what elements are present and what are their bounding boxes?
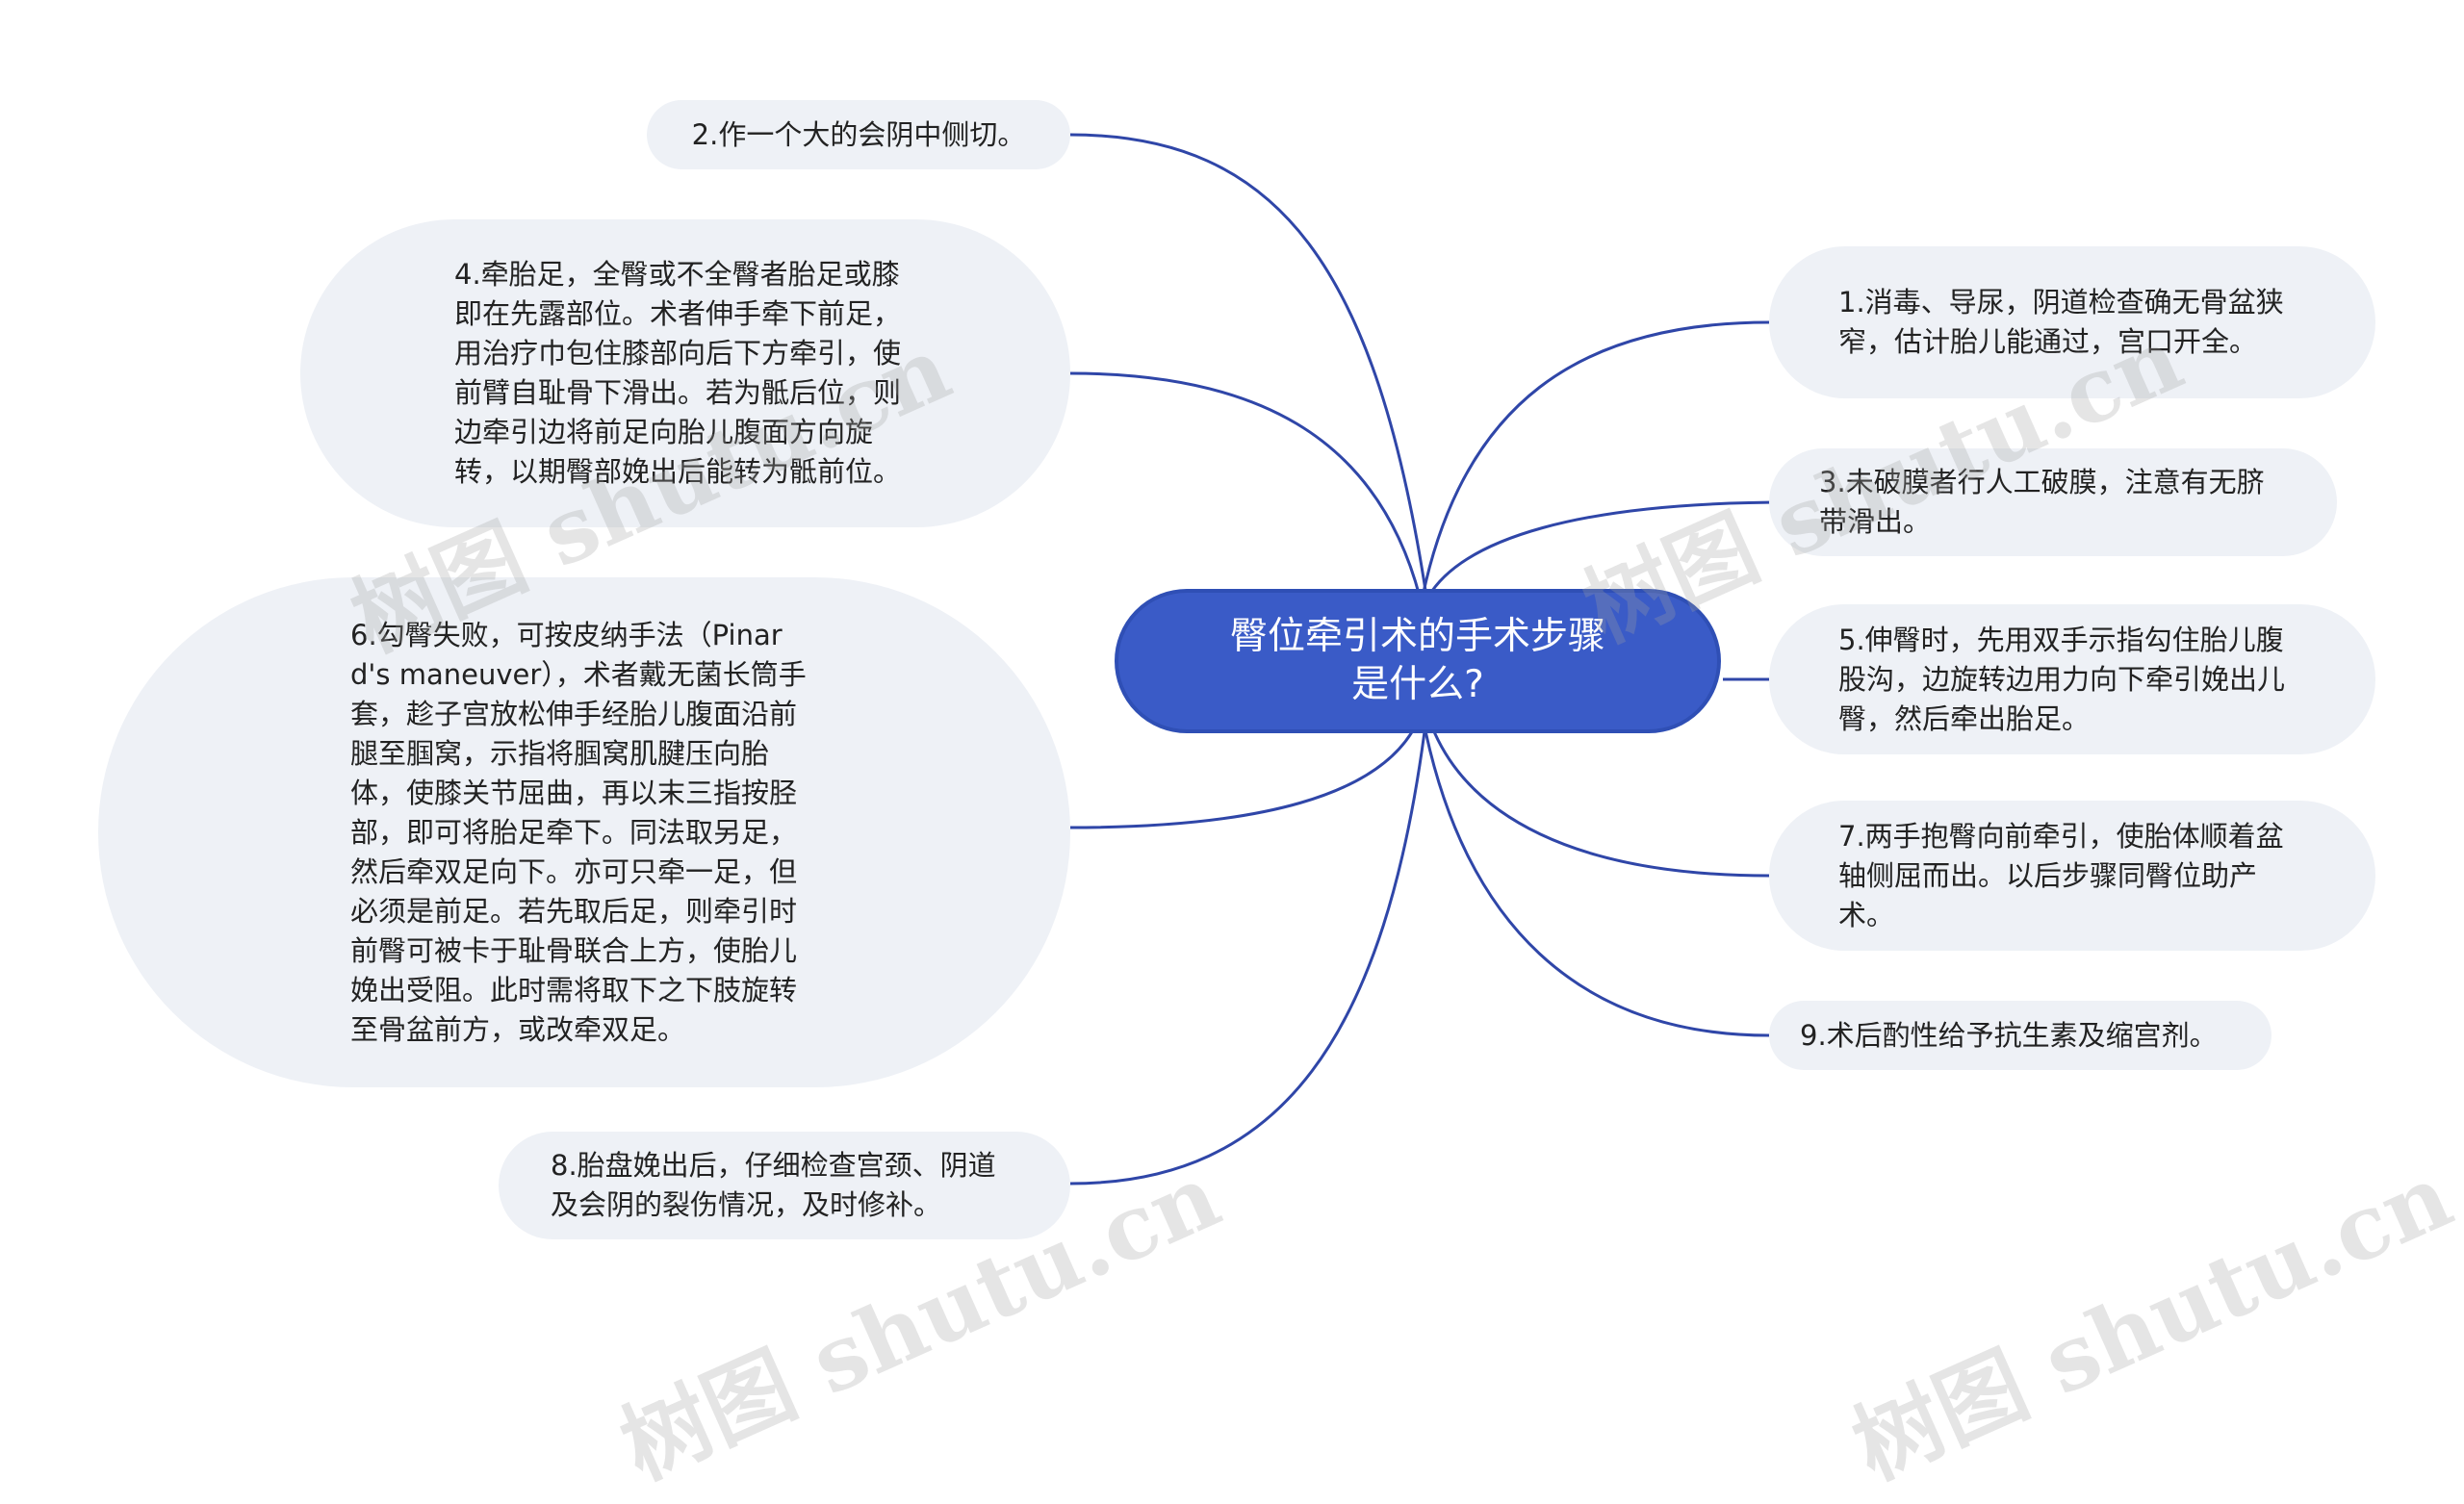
- node-step-4[interactable]: 4.牵胎足，全臀或不全臀者胎足或膝即在先露部位。术者伸手牵下前足，用治疗巾包住膝…: [300, 219, 1070, 527]
- node-step-4-text: 4.牵胎足，全臀或不全臀者胎足或膝即在先露部位。术者伸手牵下前足，用治疗巾包住膝…: [454, 258, 902, 488]
- branch-lines: [1069, 133, 1789, 1185]
- branch-line-9: [1421, 716, 1770, 1037]
- central-topic[interactable]: 臀位牵引术的手术步骤是什么?: [1115, 589, 1721, 733]
- node-step-8[interactable]: 8.胎盘娩出后，仔细检查宫颈、阴道及会阴的裂伤情况，及时修补。: [499, 1132, 1070, 1239]
- node-step-3[interactable]: 3.未破膜者行人工破膜，注意有无脐带滑出。: [1769, 448, 2337, 556]
- node-step-6-text: 6.勾臀失败，可按皮纳手法（Pinard's maneuver），术者戴无菌长筒…: [350, 618, 807, 1046]
- mind-map-canvas: 2.作一个大的会阴中侧切。 4.牵胎足，全臀或不全臀者胎足或膝即在先露部位。术者…: [98, 100, 2464, 1499]
- node-step-2-text: 2.作一个大的会阴中侧切。: [691, 117, 1026, 151]
- node-step-1[interactable]: 1.消毒、导尿，阴道检查确无骨盆狭窄，估计胎儿能通过，宫口开全。: [1769, 246, 2375, 398]
- node-step-2[interactable]: 2.作一个大的会阴中侧切。: [647, 100, 1070, 169]
- node-step-6[interactable]: 6.勾臀失败，可按皮纳手法（Pinard's maneuver），术者戴无菌长筒…: [98, 577, 1070, 1087]
- branch-line-1: [1421, 320, 1770, 598]
- branch-line-8: [1069, 716, 1428, 1185]
- branch-line-7: [1426, 716, 1770, 878]
- branch-line-2: [1069, 133, 1428, 598]
- node-step-8-text: 8.胎盘娩出后，仔细检查宫颈、阴道及会阴的裂伤情况，及时修补。: [551, 1149, 996, 1221]
- node-step-9[interactable]: 9.术后酌性给予抗生素及缩宫剂。: [1769, 1001, 2272, 1070]
- central-topic-text: 臀位牵引术的手术步骤是什么?: [1229, 615, 1605, 706]
- node-step-1-text: 1.消毒、导尿，阴道检查确无骨盆狭窄，估计胎儿能通过，宫口开全。: [1838, 286, 2284, 358]
- branch-line-4: [1069, 371, 1422, 598]
- node-step-9-text: 9.术后酌性给予抗生素及缩宫剂。: [1800, 1018, 2218, 1052]
- node-step-5-text: 5.伸臀时，先用双手示指勾住胎儿腹股沟，边旋转边用力向下牵引娩出儿臀，然后牵出胎…: [1838, 623, 2286, 735]
- node-step-3-text: 3.未破膜者行人工破膜，注意有无脐带滑出。: [1819, 466, 2265, 538]
- branch-line-3: [1426, 500, 1789, 598]
- branch-line-6: [1069, 716, 1422, 829]
- node-step-7[interactable]: 7.两手抱臀向前牵引，使胎体顺着盆轴侧屈而出。以后步骤同臀位助产术。: [1769, 801, 2375, 951]
- node-step-7-text: 7.两手抱臀向前牵引，使胎体顺着盆轴侧屈而出。以后步骤同臀位助产术。: [1838, 819, 2284, 931]
- node-step-5[interactable]: 5.伸臀时，先用双手示指勾住胎儿腹股沟，边旋转边用力向下牵引娩出儿臀，然后牵出胎…: [1769, 604, 2375, 754]
